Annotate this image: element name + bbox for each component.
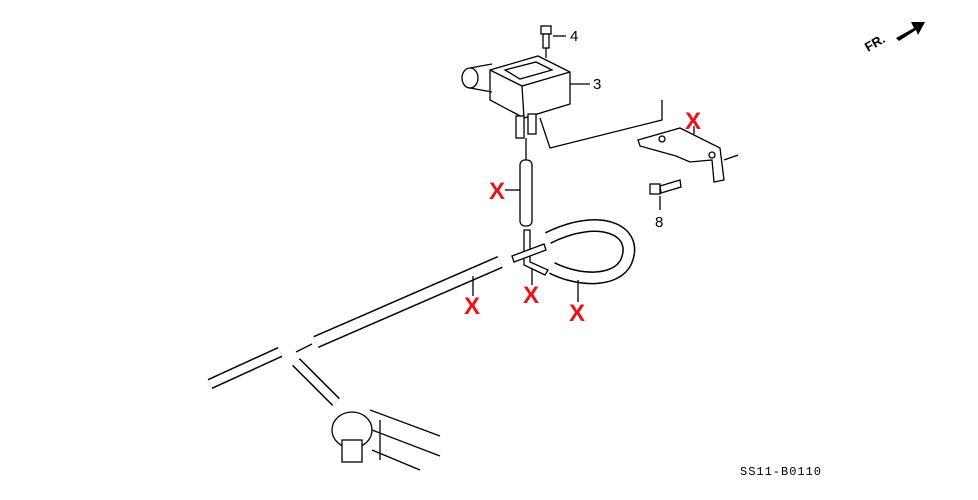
purge-solenoid	[461, 55, 663, 149]
x-mark-t-joint: X	[523, 282, 539, 309]
x-mark-upper-hose: X	[489, 178, 505, 205]
callout-8: 8	[655, 214, 663, 231]
diagram-code: SS11-B0110	[740, 465, 822, 479]
bracket	[637, 126, 739, 183]
bolt-4	[540, 25, 566, 58]
front-arrow-icon	[896, 22, 925, 41]
callout-4: 4	[570, 28, 578, 45]
x-mark-bracket: X	[685, 108, 701, 135]
callout-3: 3	[593, 76, 601, 93]
front-label: FR.	[862, 31, 888, 54]
x-mark-long-hose: X	[464, 293, 480, 320]
front-direction-indicator: FR.	[862, 22, 925, 55]
hoses	[207, 138, 636, 471]
x-mark-loop-hose: X	[569, 300, 585, 327]
bolt-8	[649, 179, 682, 210]
